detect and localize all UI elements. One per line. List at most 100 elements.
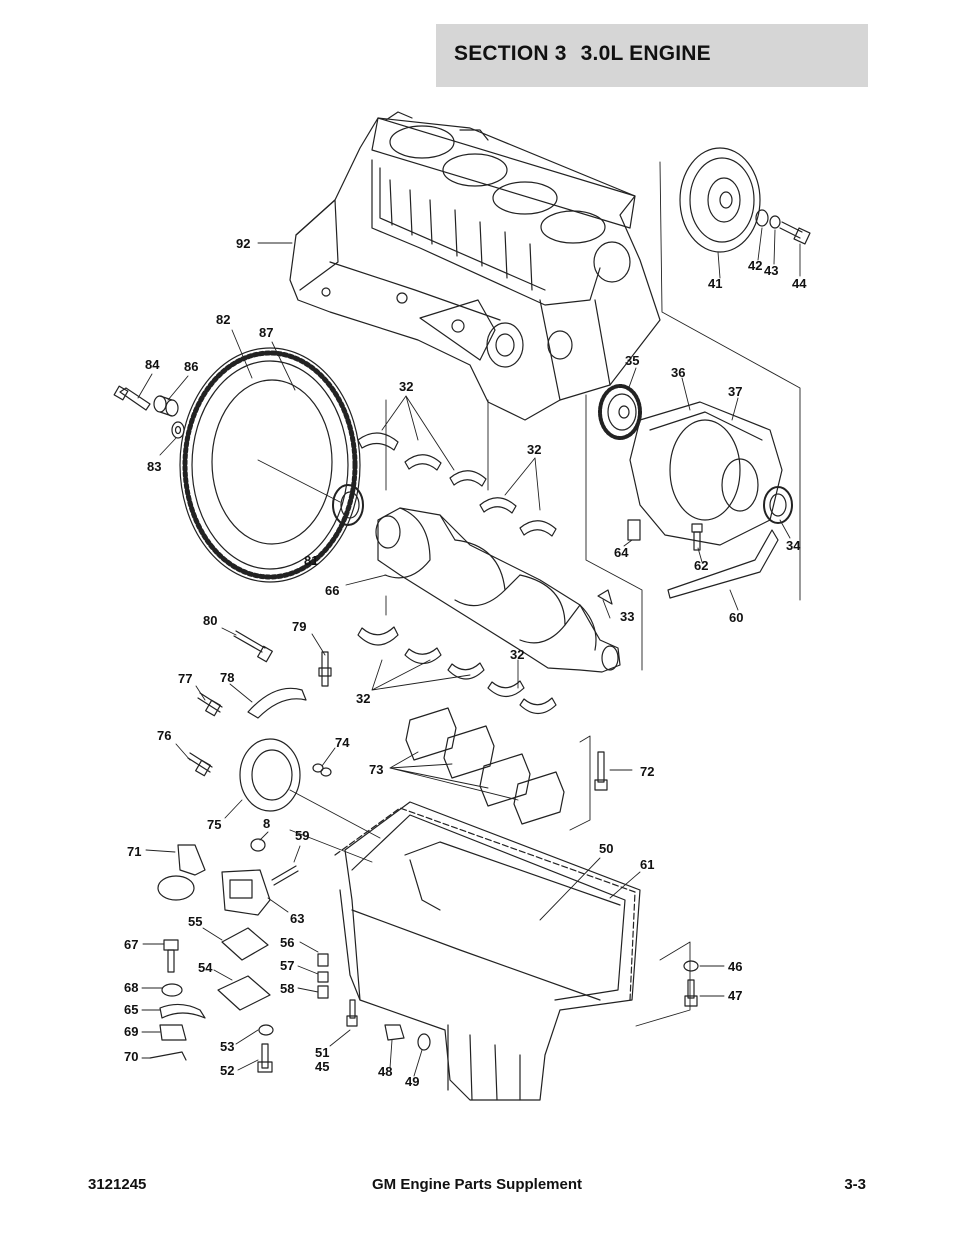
washer-43 xyxy=(769,215,781,229)
callout-80: 80 xyxy=(203,613,217,628)
dowel-74 xyxy=(312,763,332,777)
callout-32-lower: 32 xyxy=(356,691,370,706)
callout-83: 83 xyxy=(147,459,161,474)
callout-78: 78 xyxy=(220,670,234,685)
callout-76: 76 xyxy=(157,728,171,743)
washer-42 xyxy=(755,209,769,227)
oil-pickup-71 xyxy=(157,844,206,901)
callout-67: 67 xyxy=(124,937,138,952)
callout-54: 54 xyxy=(198,960,213,975)
callout-58: 58 xyxy=(280,981,294,996)
callout-63: 63 xyxy=(290,911,304,926)
small-bolts-left xyxy=(187,630,332,777)
nut-69 xyxy=(159,1024,187,1041)
callout-55: 55 xyxy=(188,914,202,929)
drain-plug-48 xyxy=(384,1024,405,1041)
callout-35: 35 xyxy=(625,353,639,368)
main-bearing-caps xyxy=(405,707,565,825)
callout-77: 77 xyxy=(178,671,192,686)
callout-36: 36 xyxy=(671,365,685,380)
callout-52: 52 xyxy=(220,1063,234,1078)
callout-49: 49 xyxy=(405,1074,419,1089)
fitting-58 xyxy=(317,985,329,999)
callout-71: 71 xyxy=(127,844,141,859)
callout-32-lower-right: 32 xyxy=(510,647,524,662)
callout-32-right: 32 xyxy=(527,442,541,457)
front-seal-34 xyxy=(763,486,793,524)
crankshaft-drawing xyxy=(375,507,621,673)
callout-56: 56 xyxy=(280,935,294,950)
pin-70 xyxy=(149,1051,187,1061)
engine-block-drawing xyxy=(289,111,661,421)
callout-79: 79 xyxy=(292,619,306,634)
callout-59: 59 xyxy=(295,828,309,843)
woodruff-key-33 xyxy=(597,589,613,605)
cap-bolt-72 xyxy=(594,751,608,791)
callout-69: 69 xyxy=(124,1024,138,1039)
oil-pan-drawing xyxy=(339,801,641,1101)
bolt-44 xyxy=(779,221,811,245)
callout-33: 33 xyxy=(620,609,634,624)
washer-68 xyxy=(161,983,183,997)
washer-83 xyxy=(171,421,185,439)
washer-46 xyxy=(683,960,699,972)
rear-seal-81 xyxy=(332,484,364,526)
callout-68: 68 xyxy=(124,980,138,995)
callout-82: 82 xyxy=(216,312,230,327)
plug-8 xyxy=(250,838,266,852)
balancer-41 xyxy=(679,147,761,253)
callout-48: 48 xyxy=(378,1064,392,1079)
clip-65 xyxy=(159,1003,206,1019)
lower-main-bearings xyxy=(357,626,557,715)
seal-housing-75 xyxy=(239,738,301,812)
gasket-55 xyxy=(221,927,269,961)
stud-51 xyxy=(346,999,358,1027)
footer-doc-number: 3121245 xyxy=(88,1176,147,1193)
callout-51: 51 xyxy=(315,1045,329,1060)
callout-34: 34 xyxy=(786,538,801,553)
callout-44: 44 xyxy=(792,276,807,291)
callout-87: 87 xyxy=(259,325,273,340)
callout-47: 47 xyxy=(728,988,742,1003)
spring-56 xyxy=(317,953,329,967)
footer-doc-title: GM Engine Parts Supplement xyxy=(371,1176,583,1193)
callout-labels: 92 82 87 84 86 83 32 32 81 66 80 79 33 3… xyxy=(124,236,807,1089)
callout-62: 62 xyxy=(694,558,708,573)
callout-50: 50 xyxy=(599,841,613,856)
callout-74: 74 xyxy=(335,735,350,750)
flywheel-drawing xyxy=(179,347,361,583)
bolt-59 xyxy=(271,865,299,886)
callout-53: 53 xyxy=(220,1039,234,1054)
footer-page-number: 3-3 xyxy=(844,1176,866,1193)
callout-41: 41 xyxy=(708,276,722,291)
callout-81: 81 xyxy=(304,553,318,568)
callout-65: 65 xyxy=(124,1002,138,1017)
plate-54 xyxy=(217,975,271,1011)
callout-66: 66 xyxy=(325,583,339,598)
callout-84: 84 xyxy=(145,357,160,372)
callout-8: 8 xyxy=(263,816,270,831)
callout-64: 64 xyxy=(614,545,629,560)
bolt-67 xyxy=(163,939,179,973)
callout-72: 72 xyxy=(640,764,654,779)
callout-37: 37 xyxy=(728,384,742,399)
callout-92: 92 xyxy=(236,236,250,251)
stud-64 xyxy=(627,519,641,541)
callout-86: 86 xyxy=(184,359,198,374)
plug-57 xyxy=(317,971,329,983)
callout-57: 57 xyxy=(280,958,294,973)
leader-lines xyxy=(137,227,801,1077)
bushing-86 xyxy=(153,395,179,417)
filter-adapter-63 xyxy=(221,869,271,916)
bolt-47 xyxy=(684,979,698,1007)
callout-43: 43 xyxy=(764,263,778,278)
washer-49 xyxy=(417,1033,431,1051)
upper-main-bearings xyxy=(357,432,557,537)
callout-60: 60 xyxy=(729,610,743,625)
timing-cover-36-37 xyxy=(629,401,783,546)
section-number: SECTION 3 xyxy=(454,42,567,65)
assembly-brackets xyxy=(569,161,801,1027)
